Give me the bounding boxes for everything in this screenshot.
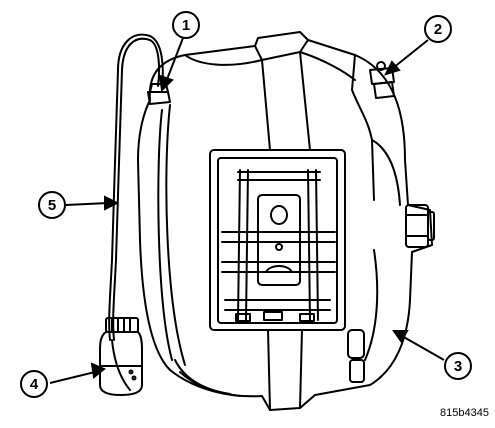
- pad-slot-right: [299, 313, 315, 322]
- bleed-hose: [112, 37, 160, 341]
- caliper-top-edge: [184, 54, 263, 66]
- arrowhead-4: [90, 362, 106, 379]
- arrowhead-1: [158, 74, 174, 93]
- callout-circle-1: [172, 11, 200, 39]
- leader-line-3: [401, 335, 445, 361]
- fluid-bubble: [128, 369, 134, 375]
- caliper-top-right-edge: [299, 51, 356, 81]
- bleed-hose-inner: [108, 33, 164, 341]
- callout-number-2: 2: [434, 21, 442, 38]
- caliper-right-flange-2: [371, 139, 401, 206]
- mounting-bolt-detail: [405, 214, 429, 237]
- arrowhead-2: [384, 60, 401, 76]
- caliper-left-edge-2: [165, 104, 186, 366]
- leader-line-5: [65, 202, 109, 206]
- leader-line-2: [392, 39, 429, 69]
- caliper-bottom-edge: [267, 329, 303, 411]
- leader-line-1: [165, 37, 184, 83]
- pad-slot-mid: [263, 311, 283, 321]
- caliper-bridge: [254, 39, 309, 61]
- hose-in-bottle: [111, 339, 131, 391]
- callout-number-5: 5: [48, 197, 56, 214]
- pad-center-hole-upper: [270, 205, 288, 225]
- callout-circle-3: [444, 352, 472, 380]
- caliper-lower-boss: [347, 329, 365, 359]
- callout-number-4: 4: [30, 376, 39, 393]
- bottle-cap: [105, 317, 139, 333]
- callout-circle-4: [20, 370, 48, 398]
- callout-number-1: 1: [182, 17, 190, 34]
- arrowhead-5: [104, 195, 120, 211]
- bleeder-screw: [147, 91, 171, 105]
- pad-center-plate: [257, 194, 301, 286]
- callout-circle-2: [424, 15, 452, 43]
- pad-center-hole-mid: [275, 243, 283, 251]
- pad-slot-left: [235, 313, 251, 322]
- caliper-lower-boss-2: [349, 359, 365, 383]
- pad-clip-top: [237, 171, 321, 181]
- mounting-bolt-washer: [427, 211, 435, 241]
- figure-id-label: 815b4345: [440, 407, 489, 419]
- brake-line-fitting-nut: [373, 81, 395, 99]
- pad-center-hole-lower: [265, 265, 293, 273]
- arrowhead-3: [392, 330, 409, 343]
- fitting-top: [376, 61, 386, 71]
- pad-window-inner: [217, 157, 338, 324]
- caliper-lower-right: [364, 249, 379, 361]
- caliper-bridge-face: [261, 51, 311, 151]
- bottle-cap-ridges: [111, 317, 131, 333]
- pad-clip-right-leg: [307, 169, 319, 321]
- leader-line-4: [49, 371, 96, 384]
- callout-number-3: 3: [454, 358, 462, 375]
- pad-clip-left-leg: [237, 169, 249, 321]
- bottle-body: [99, 331, 143, 396]
- pad-clip-cross-upper: [221, 231, 336, 243]
- caliper-left-edge: [157, 109, 173, 361]
- caliper-bottom-rib-2: [179, 371, 241, 397]
- pad-clip-bottom: [224, 299, 331, 311]
- callout-circle-5: [38, 191, 66, 219]
- mounting-bolt-head: [405, 204, 429, 248]
- caliper-body-outline: [137, 31, 433, 411]
- pad-window-frame: [209, 149, 346, 331]
- fluid-bubble-2: [131, 375, 137, 381]
